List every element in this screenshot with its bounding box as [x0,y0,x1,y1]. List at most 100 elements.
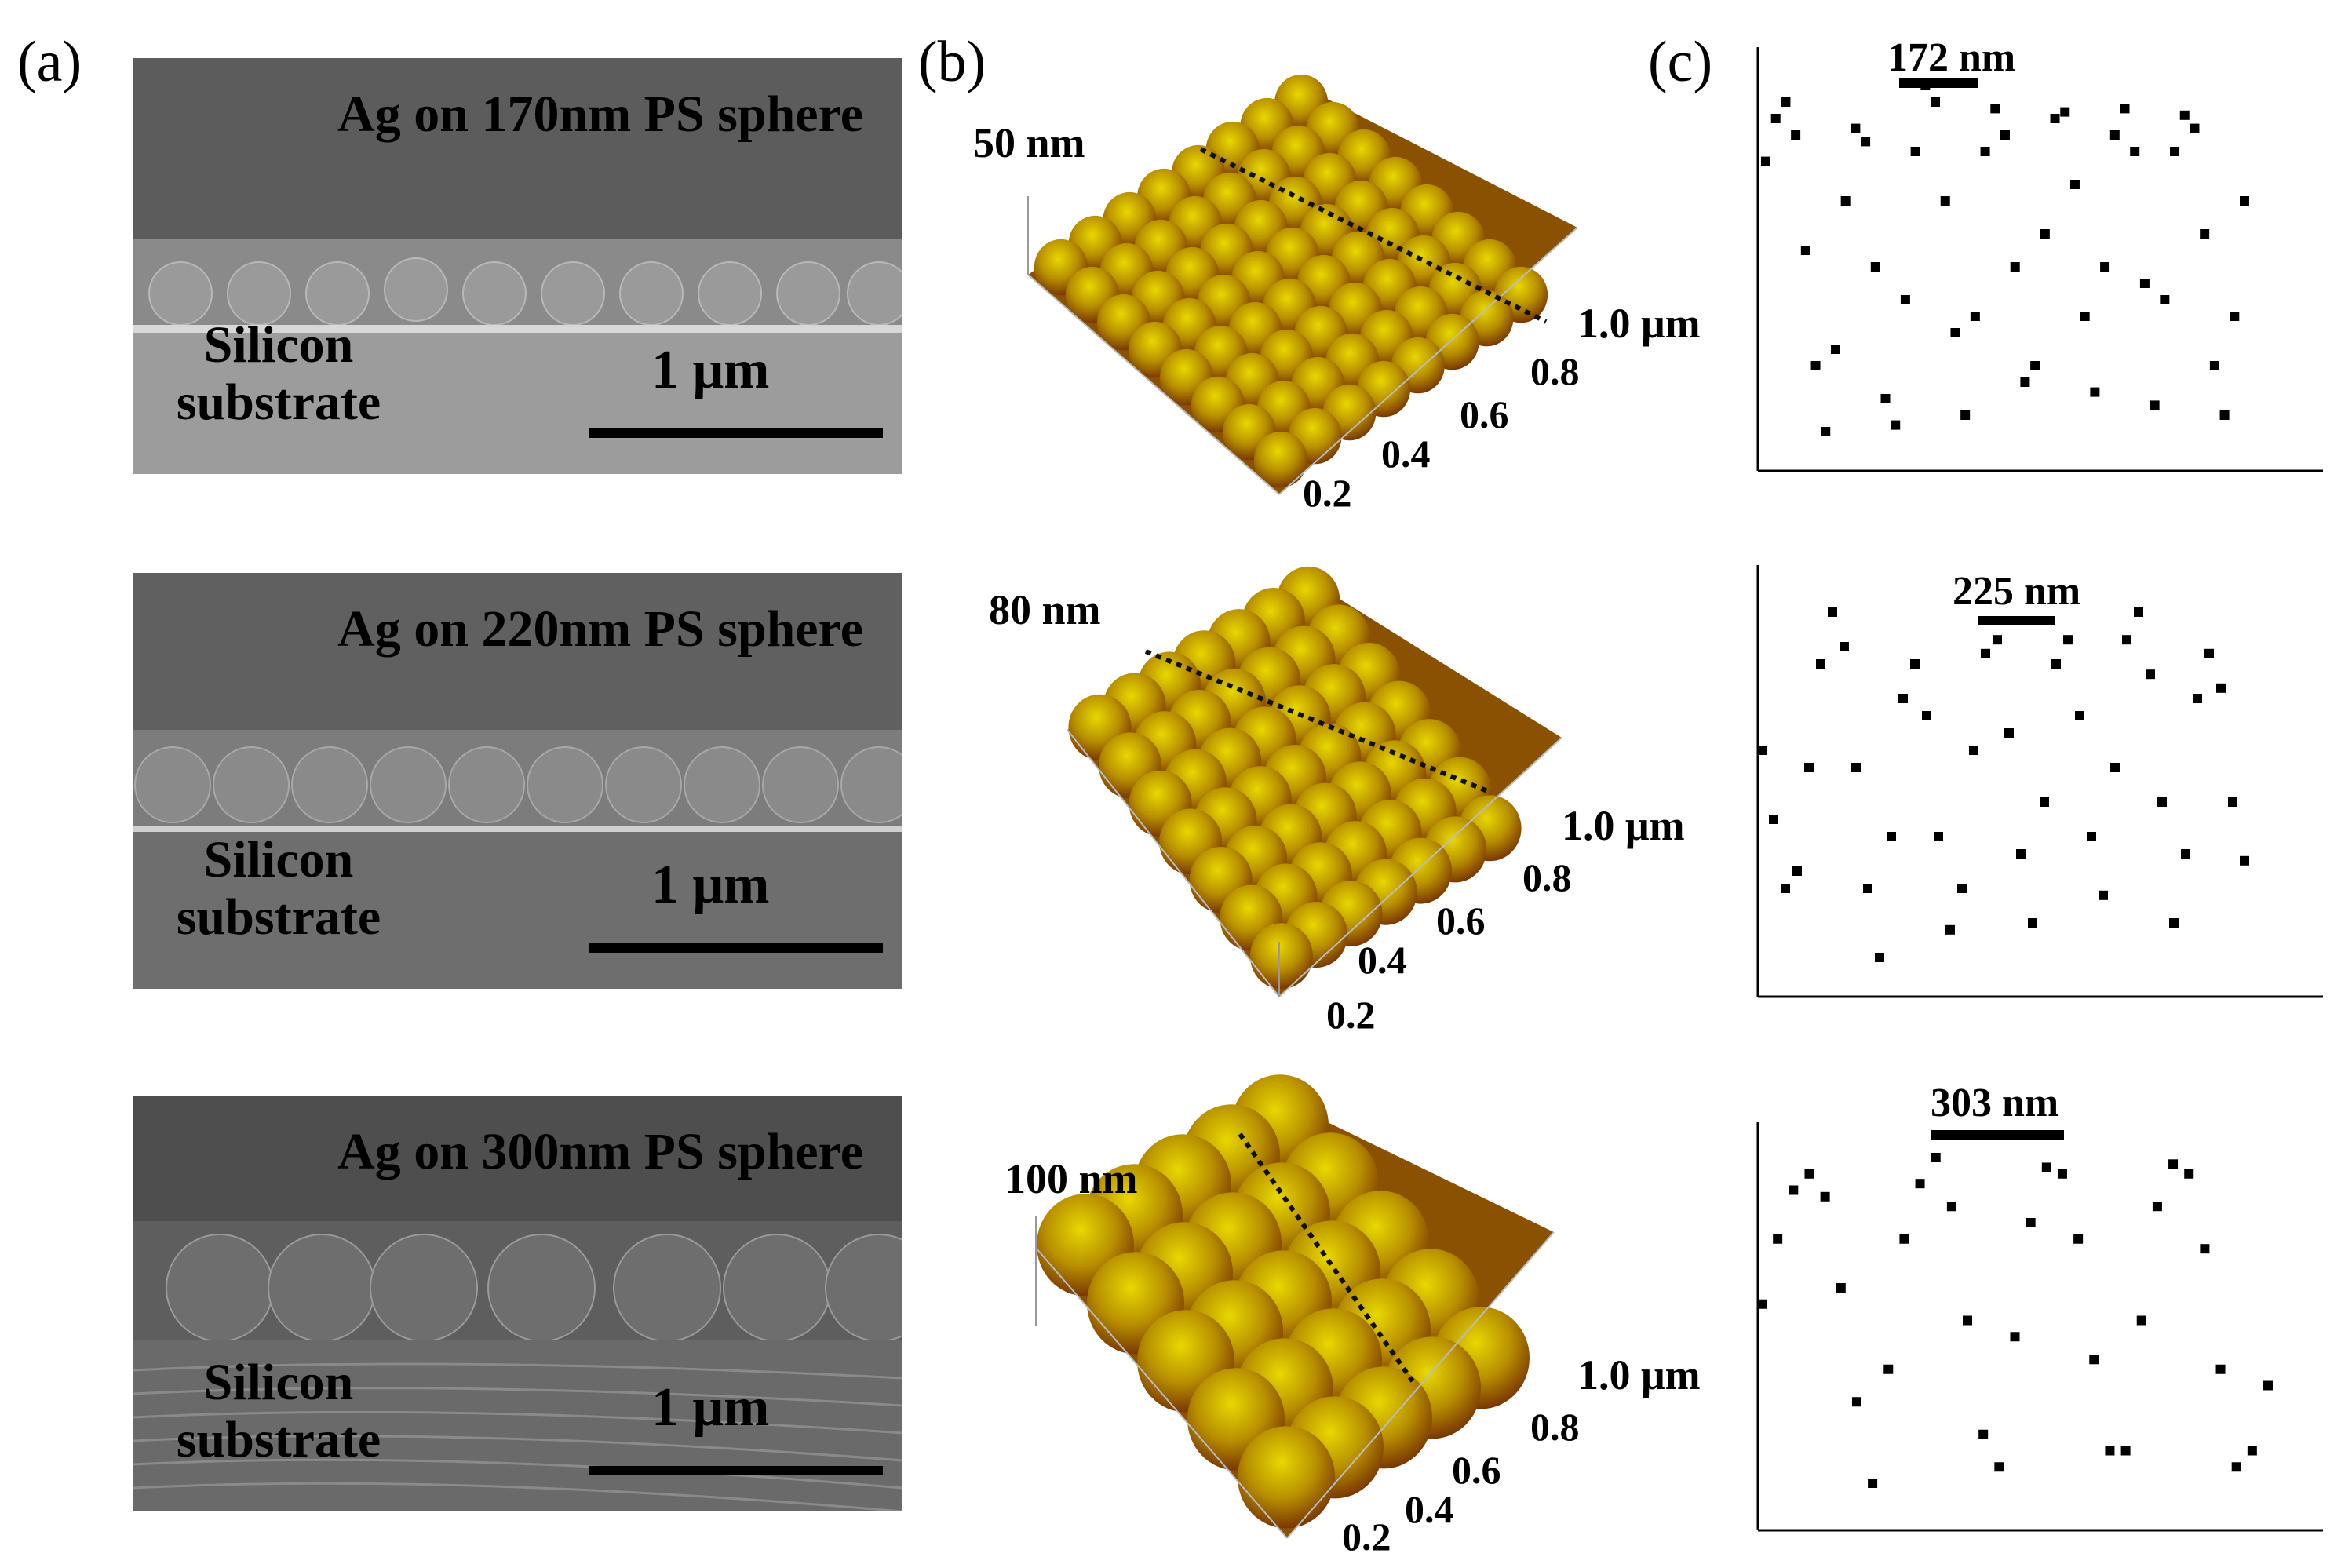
profile-point [1993,635,2002,645]
profile-point [1781,97,1791,107]
substrate-line2: substrate [176,373,381,431]
profile-point [1940,196,1950,206]
profile-point [1791,130,1801,140]
profile-point [2157,797,2167,807]
profile-point [2215,1364,2226,1374]
profile-point [2028,918,2037,928]
scale-bar-label: 1 μm [651,1377,770,1438]
profile-point [2020,377,2030,387]
afm-bump [1238,1426,1335,1529]
profile-points [1761,81,2249,436]
profile-point [1810,361,1821,370]
afm-tick-2: 0.8 [1530,349,1580,393]
line-profile-225nm: 225 nm [1756,565,2323,998]
sem-micrograph-300nm [133,1096,902,1511]
profile-point [2040,797,2049,807]
profile-point [1931,1153,1941,1162]
profile-point [1950,328,1960,337]
profile-point [1761,156,1770,166]
profile-point [1792,866,1802,876]
period-label: 172 nm [1887,35,2015,80]
profile-point [1883,1364,1894,1374]
afm-tick-3: 0.6 [1460,392,1509,436]
profile-point [2209,361,2219,370]
profile-point [2139,279,2150,288]
substrate-line1: Silicon [203,316,354,374]
profile-point [2231,1462,2241,1472]
afm-height-label: 80 nm [989,586,1101,633]
profile-point [2040,229,2050,239]
profile-point [1820,1191,1830,1202]
substrate-line1: Silicon [203,831,354,888]
afm-height-label: 50 nm [973,119,1085,166]
profile-point [2240,855,2249,866]
scale-bar [589,943,883,953]
profile-point [2168,1159,2179,1169]
profile-point [2200,229,2210,239]
profile-point [2120,104,2130,114]
profile-point [2228,797,2237,807]
profile-point [1868,1479,1878,1488]
profile-point [2134,607,2143,617]
profile-point [2090,387,2100,397]
profile-point [1931,97,1941,107]
profile-point [1994,1462,2004,1472]
profile-point [2136,1315,2146,1326]
profile-point [2041,1162,2051,1172]
profile-point [2051,659,2061,669]
afm-axis-right [1286,1231,1555,1539]
profile-point [2169,918,2179,928]
profile-point [2026,1218,2036,1227]
profile-point [2016,849,2026,859]
profile-point [1934,832,1943,841]
profile-point [1898,694,1908,703]
afm-axis-front [1067,729,1280,997]
profile-point [2204,648,2214,658]
panel-label-a: (a) [17,30,82,94]
profile-point [1770,114,1781,123]
profile-point [2247,1446,2257,1456]
afm-axis-right [1278,737,1562,997]
profile-point [1830,345,1840,354]
profile-point [1851,123,1861,133]
profile-point [1757,1299,1767,1309]
profile-point [2004,728,2014,738]
profile-point [1851,763,1861,772]
profile-point [2109,130,2120,140]
afm-bumps [1034,74,1548,488]
period-bar [1978,616,2055,625]
afm-height-label: 100 nm [1005,1155,1138,1202]
afm-tick-1: 1.0 μm [1577,1351,1701,1398]
profile-point [2063,635,2073,645]
profile-point [2120,1446,2131,1456]
afm-profile-line [1144,649,1493,795]
profile-point [1910,147,1920,156]
profile-point [1981,648,1990,658]
panel-label-b: (b) [918,30,986,94]
profile-point [1880,394,1891,403]
period-bar [1931,1130,2064,1140]
afm-topography-220nm: 80 nm 1.0 μm 0.8 0.6 0.4 0.2 [989,566,1685,1037]
afm-axis-right [1278,227,1578,495]
profile-point [1891,420,1901,430]
profile-point [1915,1179,1925,1189]
scale-bar [589,1466,883,1475]
profile-point [2075,711,2084,720]
period-label: 303 nm [1931,1081,2058,1125]
afm-tick-4: 0.4 [1381,432,1431,476]
profile-point [2130,147,2140,156]
profile-point [2181,849,2190,859]
profile-point [2190,123,2200,133]
profile-point [2122,635,2131,645]
profile-point [1957,884,1967,893]
sem-micrograph-170nm [133,58,902,474]
profile-point [1887,832,1896,841]
profile-point [2170,147,2180,156]
profile-point [2240,196,2249,206]
profile-point [2000,130,2010,140]
substrate-line2: substrate [176,888,381,946]
profile-point [2060,107,2070,117]
substrate-label: Silicon substrate [149,316,408,431]
profile-point [1870,262,1880,272]
profile-point [1970,312,1980,321]
